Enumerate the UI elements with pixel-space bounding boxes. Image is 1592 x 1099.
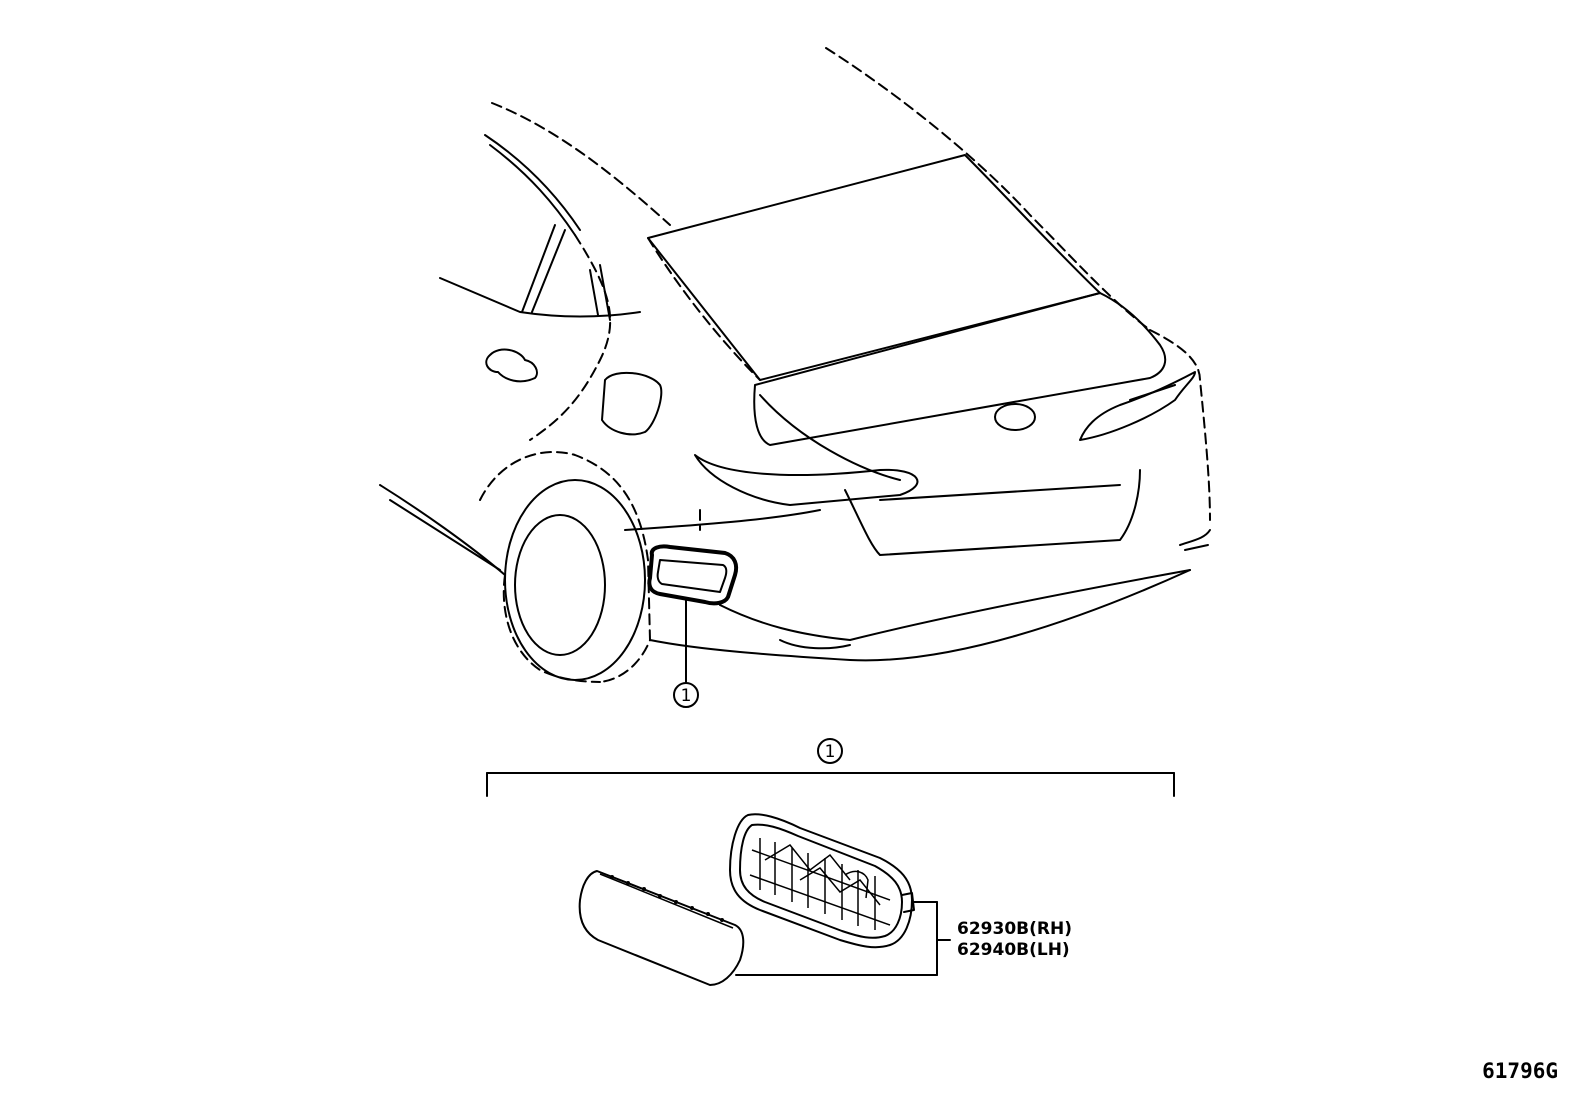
group-callout-number: 1	[825, 742, 836, 762]
diagram-code: 61796G	[1482, 1059, 1558, 1083]
part-number-lh: 62940B(LH)	[957, 940, 1070, 960]
part-leader-lines	[735, 901, 951, 976]
part-number-rh: 62930B(RH)	[957, 919, 1072, 939]
group-callout: 1	[817, 738, 843, 764]
lens-clips	[610, 875, 724, 922]
assembly-bracket	[486, 772, 1175, 797]
reflector-housing	[729, 813, 915, 949]
car-rear-illustration	[379, 47, 1211, 683]
reflector-lens	[578, 870, 745, 986]
car-callout-number: 1	[681, 686, 692, 706]
car-callout: 1	[673, 682, 699, 708]
